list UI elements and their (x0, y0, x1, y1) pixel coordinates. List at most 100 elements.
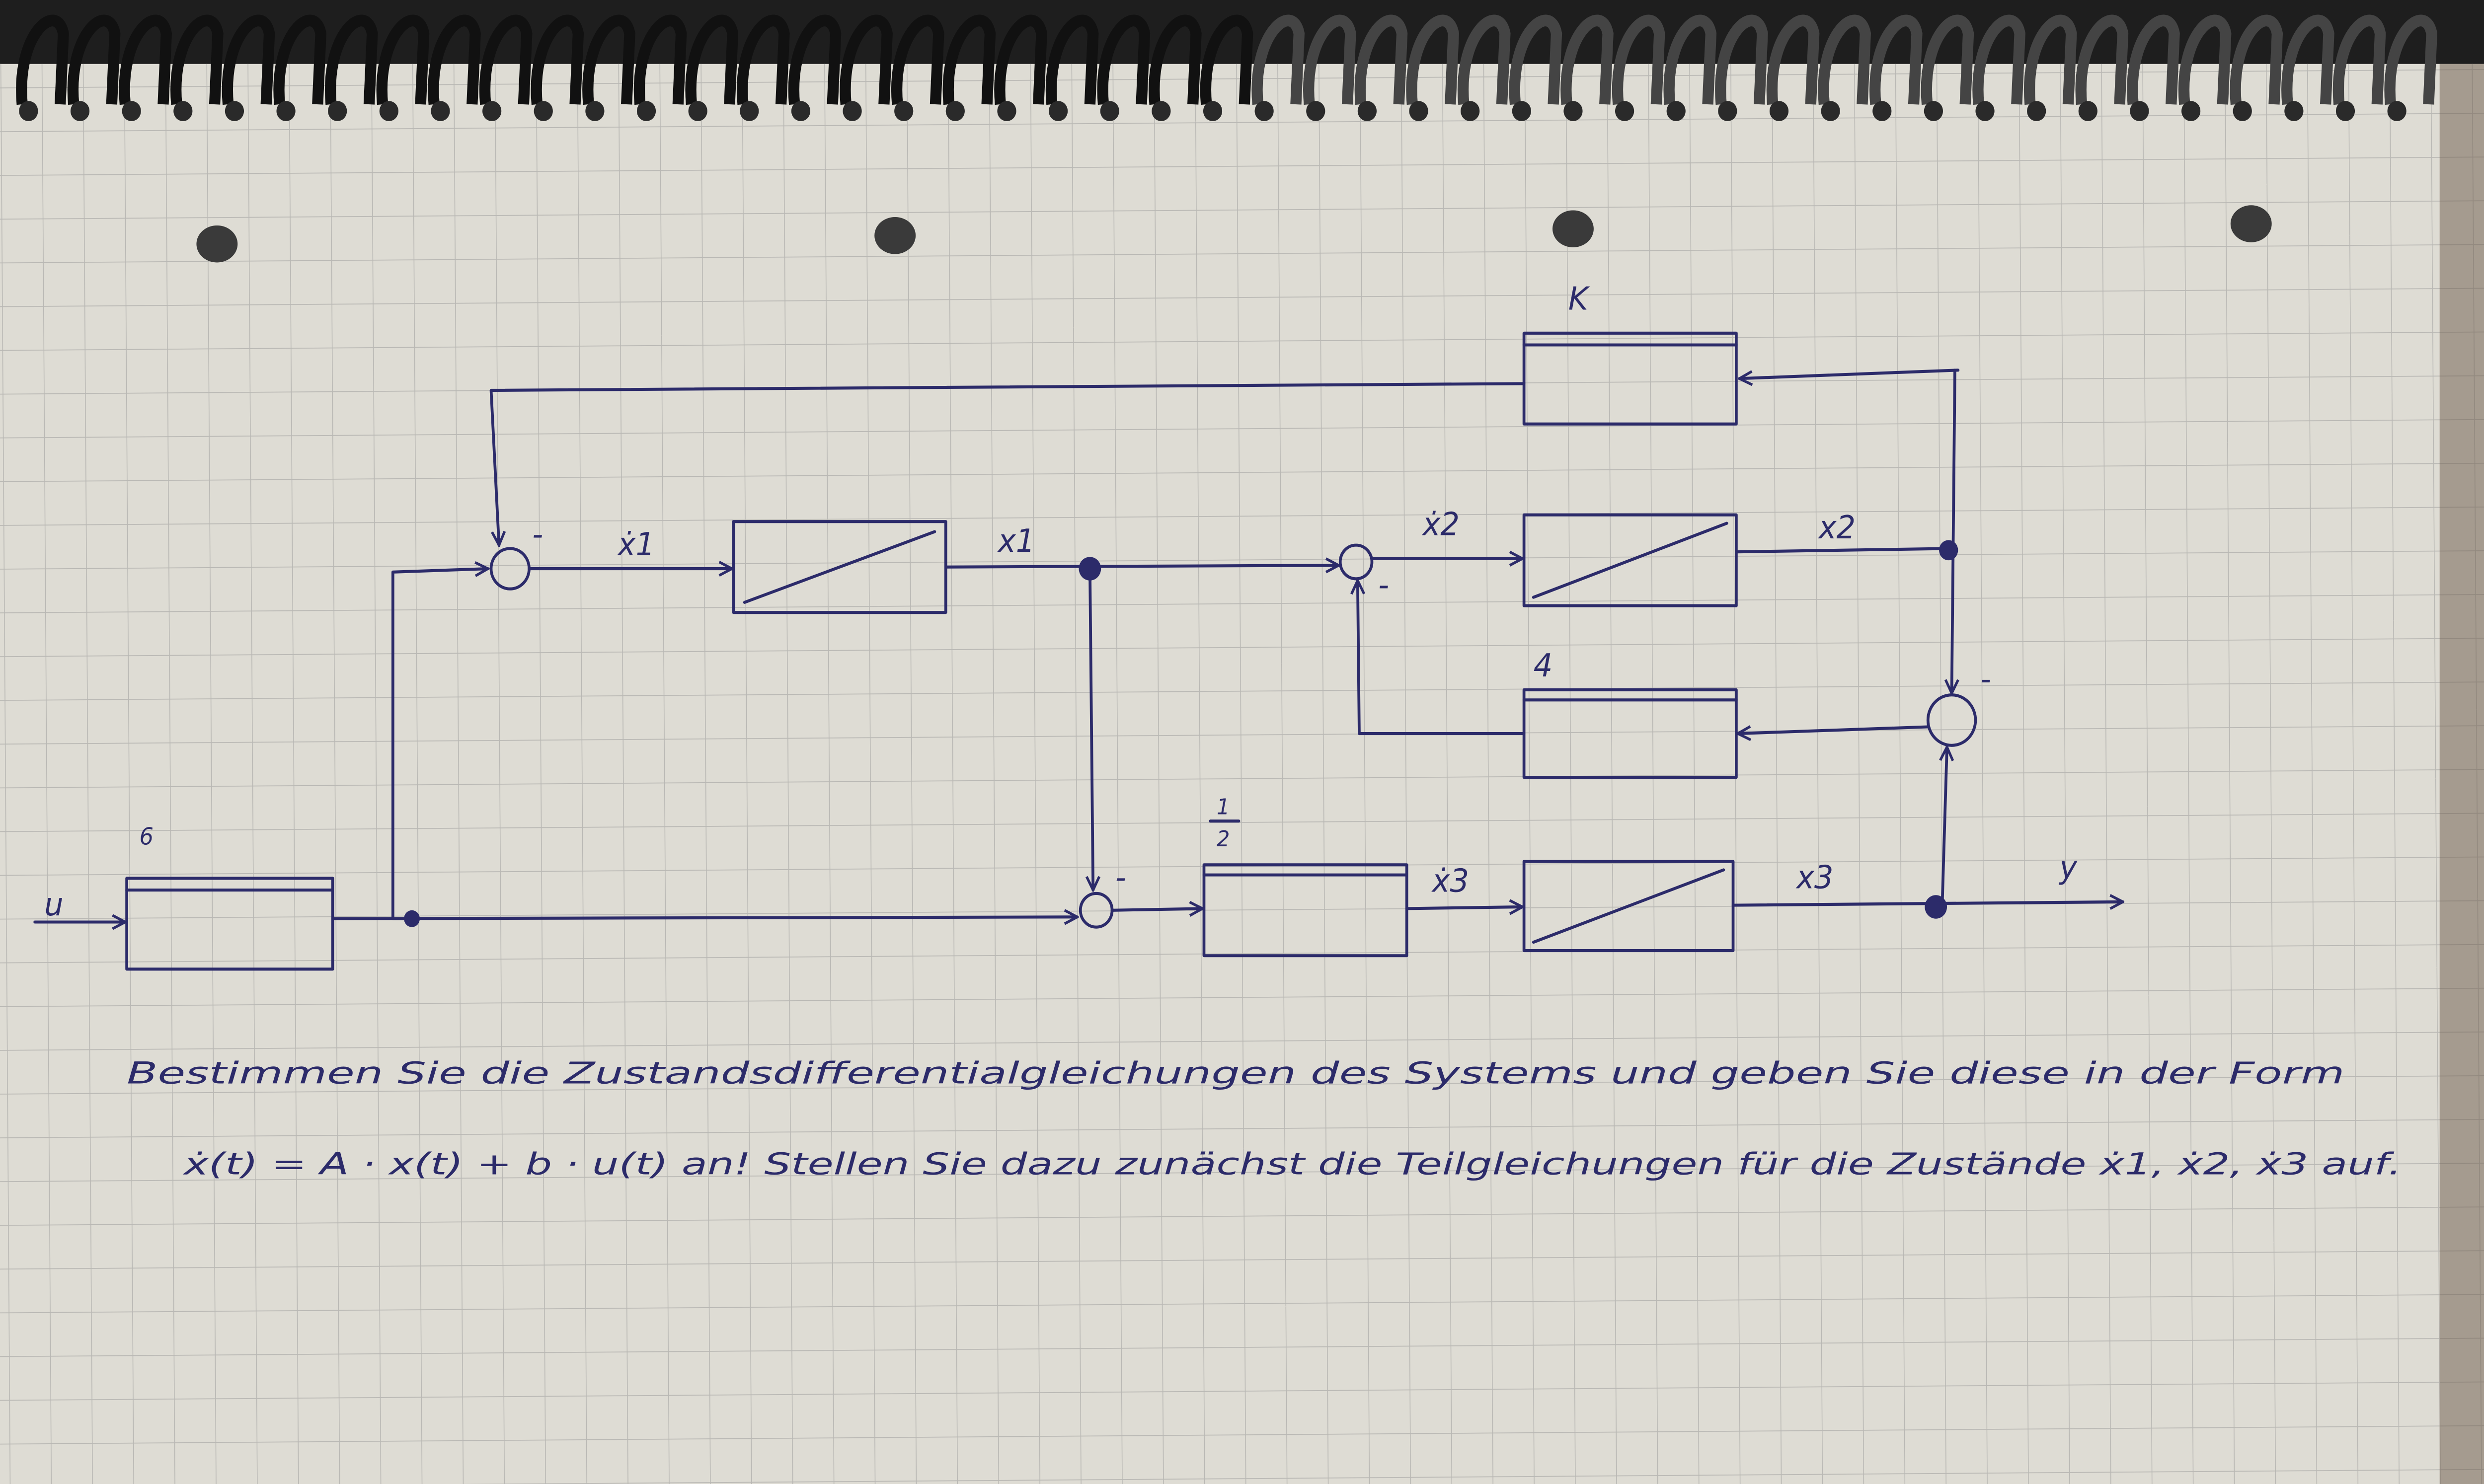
binding-hole (1100, 101, 1119, 121)
spiral-ring (428, 14, 481, 105)
binding-hole (1203, 101, 1223, 121)
spiral-ring (1663, 14, 1717, 105)
spiral-ring (1921, 14, 1974, 105)
block-gain-6 (125, 877, 334, 971)
binding-hole (122, 101, 141, 121)
binding-hole (2284, 101, 2304, 121)
spiral-ring (222, 14, 275, 105)
spiral-ring (840, 14, 893, 105)
binding-hole (431, 101, 450, 121)
binding-hole (19, 101, 38, 121)
spiral-ring (119, 14, 172, 105)
spiral-binding (16, 14, 2437, 121)
spiral-ring (582, 14, 635, 105)
spiral-ring (1715, 14, 1768, 105)
signal-lines (33, 369, 2123, 922)
binding-hole (173, 101, 193, 121)
gain-label-k: K (1568, 280, 1591, 317)
gain-label-half-numerator: 1 (1217, 795, 1230, 820)
binding-hole (2335, 101, 2355, 121)
block-gain-k (1522, 331, 1738, 426)
gain-label-half-denominator: 2 (1217, 826, 1230, 852)
spiral-ring (479, 14, 533, 105)
binding-hole (894, 101, 914, 121)
spiral-ring (1097, 14, 1151, 105)
signal-label-x2: x2 (1818, 509, 1856, 546)
binding-hole (482, 101, 502, 121)
grid (0, 64, 2484, 1484)
binding-hole (1718, 101, 1737, 121)
binding-hole (688, 101, 707, 121)
integrator-2 (1522, 513, 1738, 607)
spiral-ring (1406, 14, 1459, 105)
binding-hole (1872, 101, 1892, 121)
spiral-ring (1045, 14, 1099, 105)
spiral-ring (994, 14, 1047, 105)
gain-label-4: 4 (1534, 647, 1553, 684)
binding-hole (2027, 101, 2046, 121)
input-label-u: u (44, 886, 63, 923)
spiral-ring (1458, 14, 1511, 105)
spiral-ring (2384, 14, 2437, 105)
spiral-ring (1200, 14, 1253, 105)
spiral-ring (2178, 14, 2232, 105)
binding-hole (328, 101, 347, 121)
spiral-ring (1766, 14, 1820, 105)
spiral-ring (1818, 14, 1871, 105)
spiral-ring (67, 14, 121, 105)
signal-label-x1: x1 (997, 522, 1035, 559)
binding-hole (1615, 101, 1634, 121)
spiral-ring (376, 14, 430, 105)
binding-hole (1821, 101, 1840, 121)
spiral-ring (1972, 14, 2025, 105)
binding-hole (225, 101, 244, 121)
spiral-ring (1612, 14, 1665, 105)
spiral-ring (1149, 14, 1202, 105)
spiral-ring (891, 14, 944, 105)
binding-hole (997, 101, 1016, 121)
spiral-ring (2127, 14, 2180, 105)
spiral-ring (325, 14, 378, 105)
binding-hole (636, 101, 656, 121)
spiral-ring (16, 14, 69, 105)
binding-hole (1461, 101, 1480, 121)
binding-hole (1254, 101, 1274, 121)
binding-hole (1306, 101, 1325, 121)
binding-hole (585, 101, 605, 121)
spiral-ring (737, 14, 790, 105)
minus-sign-sum1: - (532, 516, 543, 553)
binding-hole (276, 101, 296, 121)
spiral-ring (1251, 14, 1305, 105)
binding-hole (2387, 101, 2406, 121)
spiral-ring (942, 14, 996, 105)
binding-hole (1666, 101, 1686, 121)
binding-hole (1563, 101, 1583, 121)
binding-hole (379, 101, 398, 121)
paper-shadow-right (2439, 64, 2484, 1484)
binding-hole (1357, 101, 1377, 121)
binding-hole (70, 101, 90, 121)
spiral-ring (273, 14, 326, 105)
signal-label-x1dot: ẋ1 (617, 525, 655, 563)
spiral-ring (1354, 14, 1408, 105)
binding-hole (2078, 101, 2097, 121)
binding-hole (1512, 101, 1531, 121)
binding-hole (740, 101, 759, 121)
binding-hole (2181, 101, 2201, 121)
spiral-ring (1869, 14, 1923, 105)
signal-label-x2dot: ẋ2 (1422, 506, 1460, 543)
spiral-ring (633, 14, 687, 105)
binding-hole (1975, 101, 1995, 121)
spiral-ring (2230, 14, 2283, 105)
binding-hole (1152, 101, 1171, 121)
spiral-ring (1560, 14, 1614, 105)
binding-hole (534, 101, 553, 121)
minus-sign-sum4: - (1980, 660, 1991, 697)
binding-hole (1769, 101, 1789, 121)
minus-sign-sum2: - (1378, 566, 1389, 603)
gain-label-6: 6 (140, 822, 154, 850)
binding-hole (1409, 101, 1428, 121)
spiral-ring (2332, 14, 2386, 105)
binding-hole (945, 101, 965, 121)
